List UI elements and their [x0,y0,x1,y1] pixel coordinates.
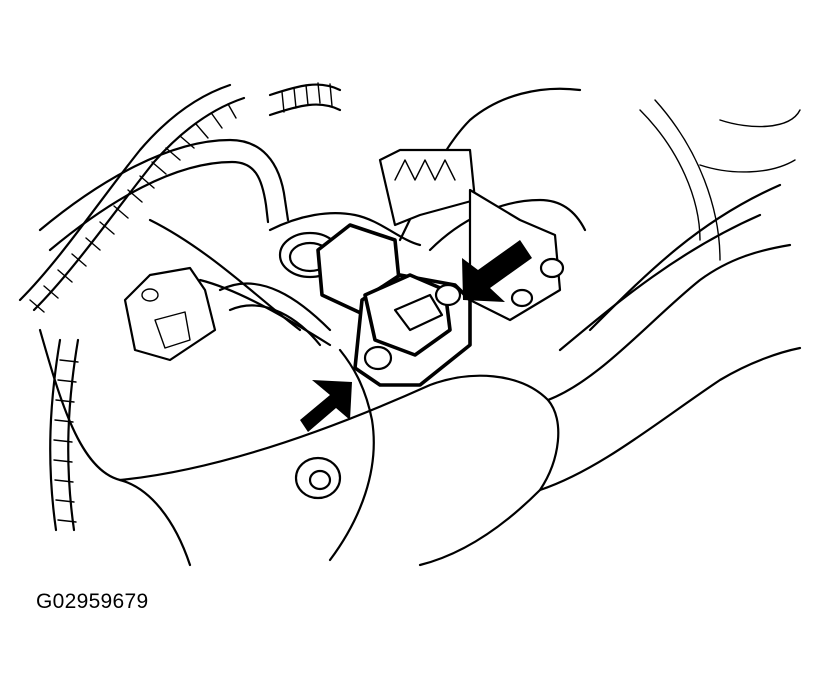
bolt-boss [294,456,342,500]
figure-code: G02959679 [36,590,149,613]
mounting-bracket [123,266,217,362]
arrow-upper-right [462,240,532,302]
hoses [38,138,332,347]
wiring-harness [18,82,342,532]
sensor [316,223,472,387]
engine-block [38,87,802,567]
arrow-lower-left [300,380,352,432]
callout-arrows [300,240,532,432]
